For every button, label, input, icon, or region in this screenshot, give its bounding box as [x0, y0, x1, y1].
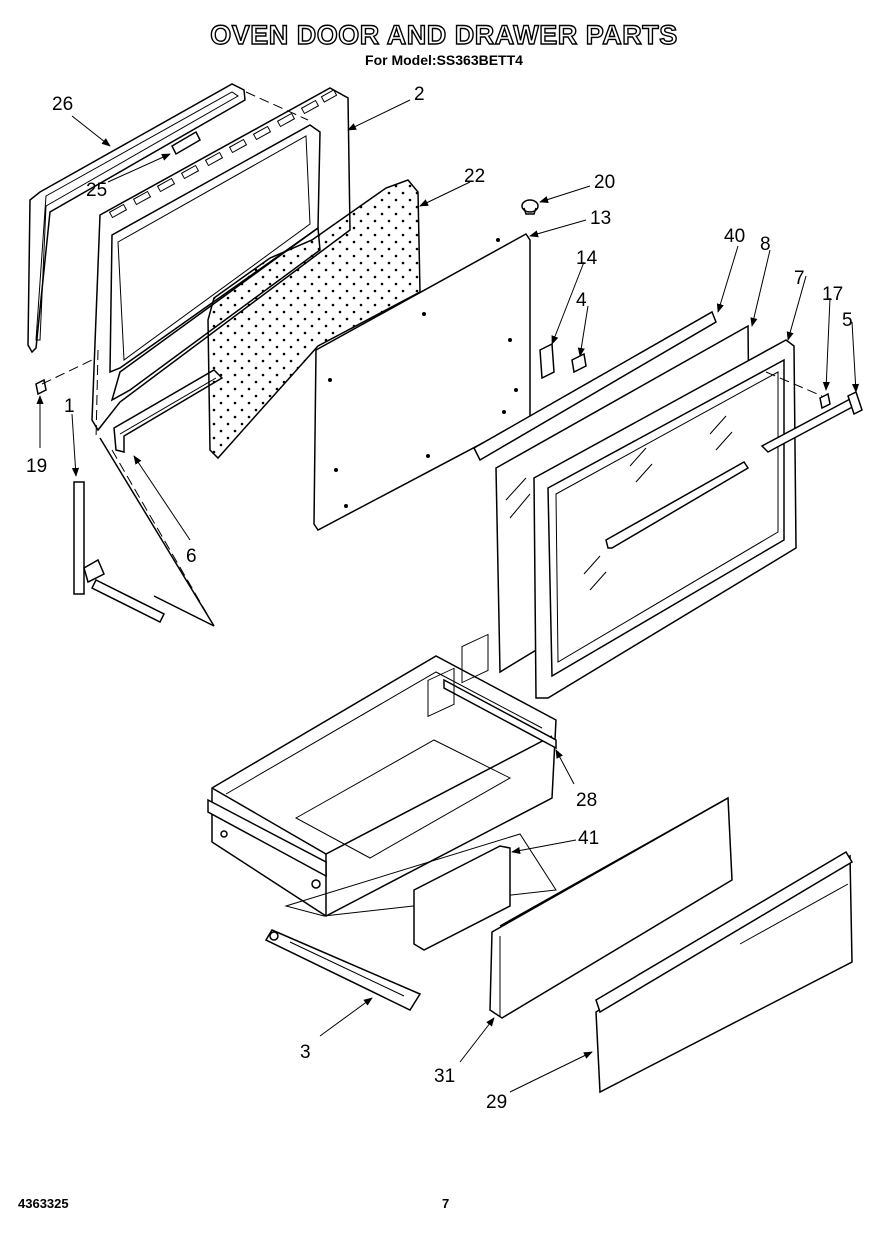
- part-button: [521, 199, 539, 215]
- page-title: OVEN DOOR AND DRAWER PARTS: [210, 19, 678, 50]
- part-door-handle: [760, 371, 863, 453]
- callout-17: 4: [576, 290, 587, 311]
- callout-8: 8: [760, 234, 771, 255]
- model-subtitle: For Model:SS363BETT4: [365, 52, 523, 68]
- callout-31: 31: [434, 1066, 455, 1087]
- callout-6: 6: [186, 546, 197, 567]
- callout-labels: 26 2 22 20 13 25 40 8 7 14 17 5 4 1 19 6…: [26, 84, 853, 1113]
- callout-5: 17: [822, 284, 843, 305]
- callout-41: 41: [578, 828, 599, 849]
- part-drawer-slide: [264, 929, 422, 1011]
- callout-2: 2: [414, 84, 425, 105]
- page-number: 7: [442, 1196, 450, 1211]
- callout-29: 29: [486, 1092, 507, 1113]
- leader-lines: [36, 99, 860, 1093]
- callout-20: 20: [594, 172, 615, 193]
- callout-26: 26: [52, 94, 73, 115]
- document-number: 4363325: [18, 1196, 69, 1211]
- part-drawer-front-inner: [489, 796, 733, 1019]
- part-door-trim: [473, 310, 717, 462]
- part-insulation: [207, 179, 421, 460]
- part-drawer-box: [207, 655, 557, 917]
- part-hinge-bracket: [539, 342, 587, 380]
- callout-25: 25: [86, 180, 107, 201]
- callout-40: 40: [724, 226, 745, 247]
- part-drawer-front-panel: [595, 850, 854, 1094]
- part-drawer-bracket: [413, 633, 511, 951]
- callout-14: 14: [576, 248, 598, 269]
- callout-28: 28: [576, 790, 597, 811]
- callout-22: 22: [464, 166, 485, 187]
- callout-19: 19: [26, 456, 47, 477]
- callout-4: 5: [842, 310, 853, 331]
- callout-7: 7: [794, 268, 805, 289]
- part-outer-door-frame: [533, 339, 797, 699]
- callout-1: 1: [64, 396, 75, 417]
- part-door-gasket: [27, 83, 246, 354]
- callout-13: 13: [590, 208, 611, 229]
- callout-3: 3: [300, 1042, 311, 1063]
- part-door-hinge: [35, 349, 166, 624]
